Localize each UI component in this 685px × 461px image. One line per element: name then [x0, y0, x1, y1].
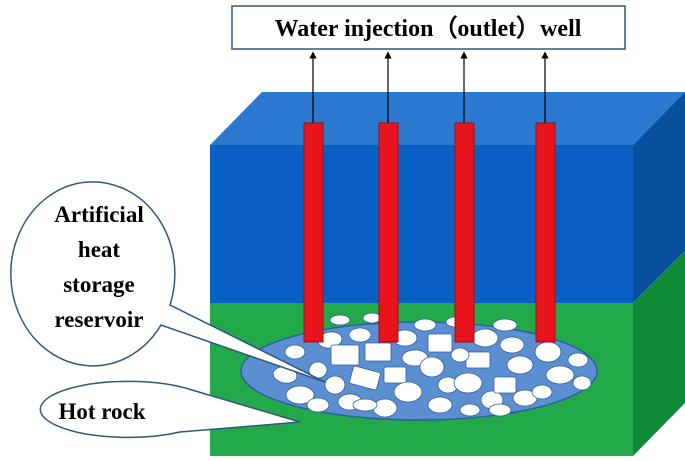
rock-fragment [348, 327, 372, 343]
rock-fragment [567, 352, 589, 368]
reservoir-callout-line-2: heat [78, 237, 121, 262]
rock-fragment [352, 398, 378, 412]
hot-rock-callout: Hot rock [39, 380, 301, 439]
upper-stratum-side-face [633, 92, 685, 303]
rock-fragment [419, 356, 445, 378]
rock-fragment [393, 381, 423, 403]
upper-stratum-front-face [210, 145, 633, 303]
rock-fragment [453, 372, 483, 394]
rock-fragment [493, 376, 517, 394]
well-4 [535, 122, 556, 343]
reservoir-callout-line-1: Artificial [54, 202, 143, 227]
rock-fragment [488, 403, 512, 417]
rock-fragment [534, 341, 562, 363]
well-label-box: Water injection（outlet）well [231, 5, 626, 50]
rock-fragment [330, 344, 360, 366]
fractured-rock-fragments [272, 312, 592, 418]
rock-fragment [285, 385, 315, 405]
rock-fragment [545, 365, 575, 385]
rock-fragment [427, 396, 453, 414]
rock-fragment [284, 344, 306, 360]
reservoir-callout-bubble [10, 181, 326, 383]
reservoir-callout-line-4: reservoir [55, 307, 144, 332]
rock-fragment [572, 375, 592, 391]
rock-fragment [383, 366, 407, 384]
rock-fragment [372, 398, 398, 418]
rock-fragment [362, 312, 382, 324]
rock-fragment [506, 355, 534, 375]
well-label-frame [231, 5, 626, 50]
rock-fragment [471, 328, 499, 348]
rock-fragment [450, 347, 470, 363]
rock-fragment [306, 397, 330, 413]
rock-fragment [364, 342, 392, 362]
well-3 [454, 122, 475, 343]
rock-fragment [413, 318, 437, 332]
reservoir-callout: Artificial heat storage reservoir [10, 181, 326, 383]
rock-fragment [427, 333, 453, 353]
flow-arrows [309, 51, 549, 123]
rock-fragment [465, 351, 491, 369]
hot-rock-callout-text: Hot rock [58, 399, 145, 424]
rock-fragment [531, 384, 553, 400]
lower-stratum-side-face [633, 251, 685, 456]
well-label-text: Water injection（outlet）well [275, 15, 582, 42]
rock-fragment [499, 336, 525, 354]
reservoir-callout-line-3: storage [63, 272, 135, 297]
rock-fragment [324, 375, 346, 395]
hot-rock-callout-bubble [39, 380, 301, 439]
rock-fragment [329, 314, 351, 326]
rock-fragment [459, 403, 481, 417]
upper-stratum [210, 92, 685, 303]
well-2 [378, 122, 399, 343]
well-1 [303, 122, 324, 343]
upper-stratum-top-face [210, 92, 685, 145]
rock-fragment [349, 365, 381, 391]
rock-fragment [492, 318, 518, 332]
